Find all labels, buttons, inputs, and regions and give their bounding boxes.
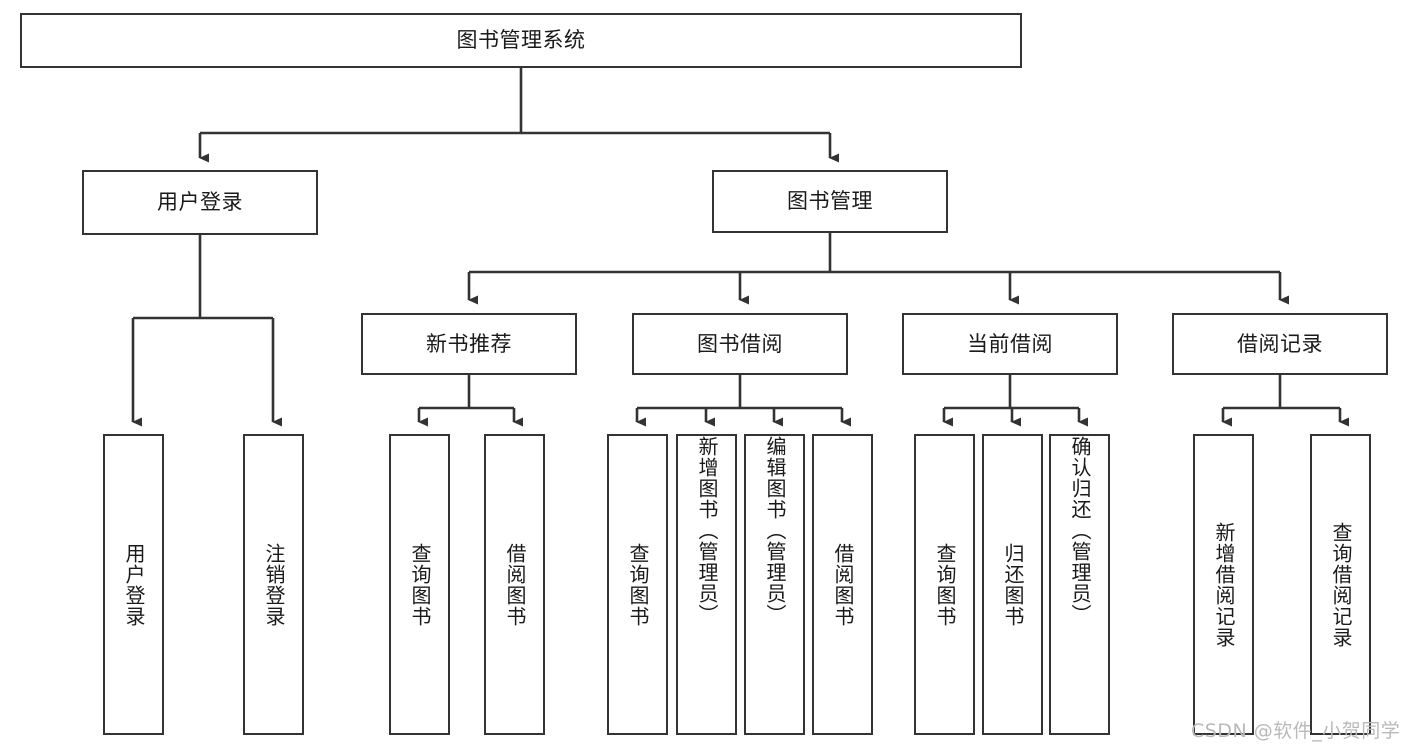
node-leaf-query-book-3-label: 查询图书 <box>933 542 957 627</box>
node-leaf-query-record[interactable]: 查询借阅记录 <box>1310 434 1371 735</box>
csdn-watermark: CSDN @软件_小贺同学 <box>1191 720 1401 742</box>
node-leaf-borrow-book-2[interactable]: 借阅图书 <box>812 434 873 735</box>
node-leaf-query-record-label: 查询借阅记录 <box>1329 521 1353 648</box>
node-leaf-user-logout[interactable]: 注销登录 <box>243 434 304 735</box>
node-new-book-recommend-label: 新书推荐 <box>426 331 512 356</box>
node-leaf-return-book-label: 归还图书 <box>1001 542 1025 627</box>
node-leaf-add-record[interactable]: 新增借阅记录 <box>1193 434 1254 735</box>
node-leaf-borrow-book-2-label: 借阅图书 <box>831 542 855 627</box>
node-leaf-query-book-1[interactable]: 查询图书 <box>389 434 450 735</box>
node-user-login-label: 用户登录 <box>157 190 243 215</box>
node-leaf-query-book-1-label: 查询图书 <box>408 542 432 627</box>
node-book-borrow[interactable]: 图书借阅 <box>632 313 848 375</box>
node-current-borrow-label: 当前借阅 <box>967 331 1053 356</box>
node-leaf-query-book-2[interactable]: 查询图书 <box>607 434 668 735</box>
node-leaf-borrow-book-1[interactable]: 借阅图书 <box>484 434 545 735</box>
node-borrow-record[interactable]: 借阅记录 <box>1172 313 1388 375</box>
node-leaf-user-login-label: 用户登录 <box>122 542 146 627</box>
node-user-login[interactable]: 用户登录 <box>82 170 318 235</box>
node-book-manage[interactable]: 图书管理 <box>712 170 948 233</box>
node-root-label: 图书管理系统 <box>456 28 586 53</box>
node-book-borrow-label: 图书借阅 <box>697 331 783 356</box>
node-current-borrow[interactable]: 当前借阅 <box>902 313 1118 375</box>
node-borrow-record-label: 借阅记录 <box>1237 331 1323 356</box>
node-leaf-query-book-2-label: 查询图书 <box>626 542 650 627</box>
node-leaf-user-login[interactable]: 用户登录 <box>103 434 164 735</box>
node-book-manage-label: 图书管理 <box>787 189 873 214</box>
node-leaf-edit-book[interactable]: 编辑图书（管理员） <box>744 434 805 735</box>
node-leaf-confirm-return-label: 确认归还（管理员） <box>1068 436 1092 625</box>
node-root[interactable]: 图书管理系统 <box>20 13 1022 68</box>
node-leaf-add-book[interactable]: 新增图书（管理员） <box>676 434 737 735</box>
node-leaf-borrow-book-1-label: 借阅图书 <box>503 542 527 627</box>
node-leaf-edit-book-label: 编辑图书（管理员） <box>763 436 787 625</box>
node-new-book-recommend[interactable]: 新书推荐 <box>361 313 577 375</box>
node-leaf-add-record-label: 新增借阅记录 <box>1212 521 1236 648</box>
node-leaf-query-book-3[interactable]: 查询图书 <box>914 434 975 735</box>
node-leaf-confirm-return[interactable]: 确认归还（管理员） <box>1049 434 1110 735</box>
node-leaf-user-logout-label: 注销登录 <box>262 542 286 627</box>
node-leaf-return-book[interactable]: 归还图书 <box>982 434 1043 735</box>
node-leaf-add-book-label: 新增图书（管理员） <box>695 436 719 625</box>
